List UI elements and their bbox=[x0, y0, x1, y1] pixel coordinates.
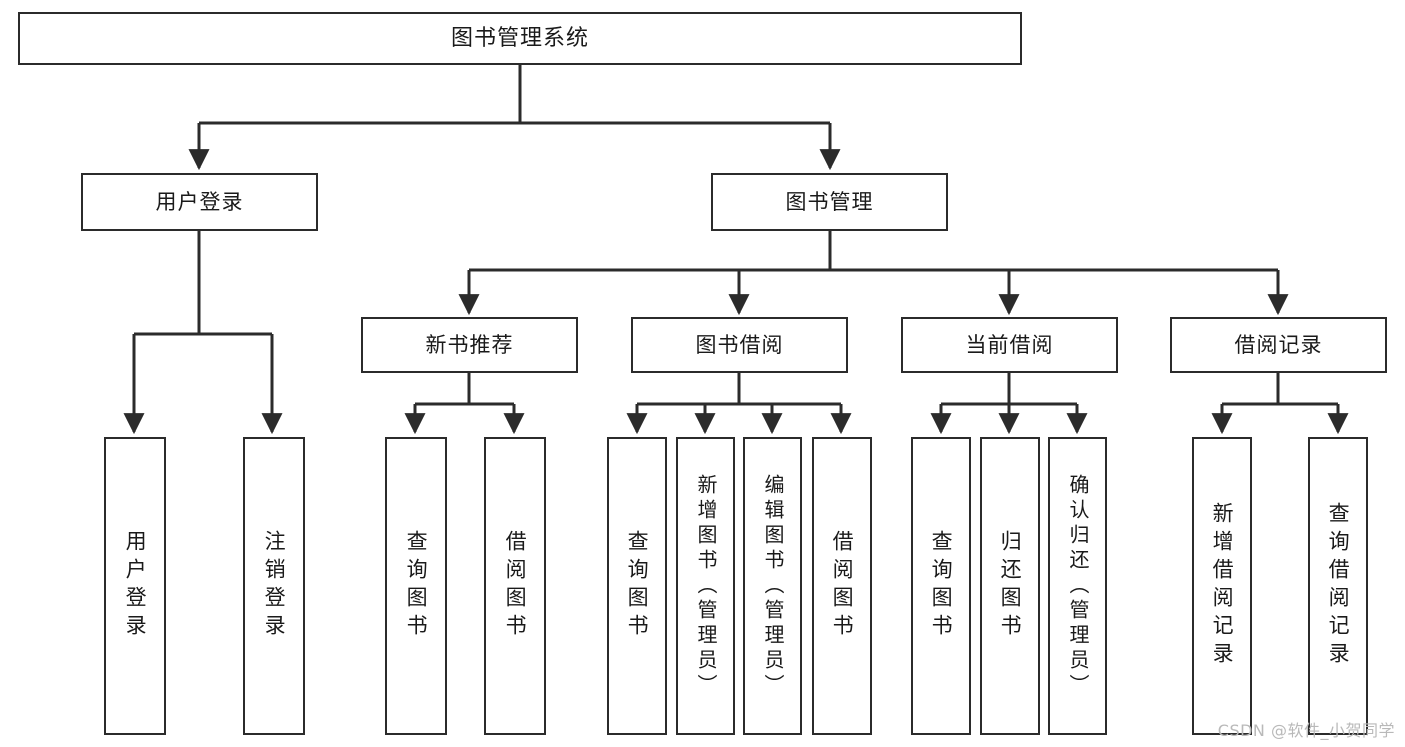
node-leaf-borrow-book-recommend[interactable]: 借阅图书 bbox=[484, 437, 546, 735]
node-leaf-confirm-return-admin[interactable]: 确认归还（管理员） bbox=[1048, 437, 1107, 735]
node-label: 新书推荐 bbox=[425, 332, 514, 357]
node-label: 确认归还（管理员） bbox=[1066, 473, 1090, 699]
node-leaf-add-book-admin[interactable]: 新增图书（管理员） bbox=[676, 437, 735, 735]
node-label: 当前借阅 bbox=[965, 332, 1054, 357]
node-label: 编辑图书（管理员） bbox=[761, 473, 785, 699]
node-label: 借阅图书 bbox=[503, 530, 528, 642]
node-label: 查询图书 bbox=[625, 530, 650, 642]
node-user-login[interactable]: 用户登录 bbox=[81, 173, 318, 231]
node-label: 用户登录 bbox=[123, 530, 148, 642]
node-label: 用户登录 bbox=[155, 189, 244, 214]
node-borrow-record[interactable]: 借阅记录 bbox=[1170, 317, 1387, 373]
node-current-borrow[interactable]: 当前借阅 bbox=[901, 317, 1118, 373]
node-leaf-user-login[interactable]: 用户登录 bbox=[104, 437, 166, 735]
node-root-book-management-system[interactable]: 图书管理系统 bbox=[18, 12, 1022, 65]
node-label: 查询图书 bbox=[404, 530, 429, 642]
node-leaf-query-book-borrow[interactable]: 查询图书 bbox=[607, 437, 667, 735]
node-leaf-query-borrow-record[interactable]: 查询借阅记录 bbox=[1308, 437, 1368, 735]
node-label: 借阅图书 bbox=[830, 530, 855, 642]
node-leaf-add-borrow-record[interactable]: 新增借阅记录 bbox=[1192, 437, 1252, 735]
node-label: 新增图书（管理员） bbox=[694, 473, 718, 699]
node-new-book-recommend[interactable]: 新书推荐 bbox=[361, 317, 578, 373]
node-label: 图书借阅 bbox=[695, 332, 784, 357]
node-label: 借阅记录 bbox=[1234, 332, 1323, 357]
watermark-text: CSDN @软件_小贺同学 bbox=[1217, 721, 1395, 740]
node-label: 查询图书 bbox=[929, 530, 954, 642]
node-leaf-return-book[interactable]: 归还图书 bbox=[980, 437, 1040, 735]
node-leaf-borrow-book[interactable]: 借阅图书 bbox=[812, 437, 872, 735]
node-label: 新增借阅记录 bbox=[1210, 502, 1235, 670]
node-leaf-edit-book-admin[interactable]: 编辑图书（管理员） bbox=[743, 437, 802, 735]
node-book-management[interactable]: 图书管理 bbox=[711, 173, 948, 231]
node-label: 查询借阅记录 bbox=[1326, 502, 1351, 670]
node-leaf-logout[interactable]: 注销登录 bbox=[243, 437, 305, 735]
node-leaf-query-book-current[interactable]: 查询图书 bbox=[911, 437, 971, 735]
node-label: 图书管理系统 bbox=[450, 25, 589, 51]
node-book-borrow[interactable]: 图书借阅 bbox=[631, 317, 848, 373]
node-label: 注销登录 bbox=[262, 530, 287, 642]
node-leaf-query-book-recommend[interactable]: 查询图书 bbox=[385, 437, 447, 735]
node-label: 图书管理 bbox=[785, 189, 874, 214]
node-label: 归还图书 bbox=[998, 530, 1023, 642]
